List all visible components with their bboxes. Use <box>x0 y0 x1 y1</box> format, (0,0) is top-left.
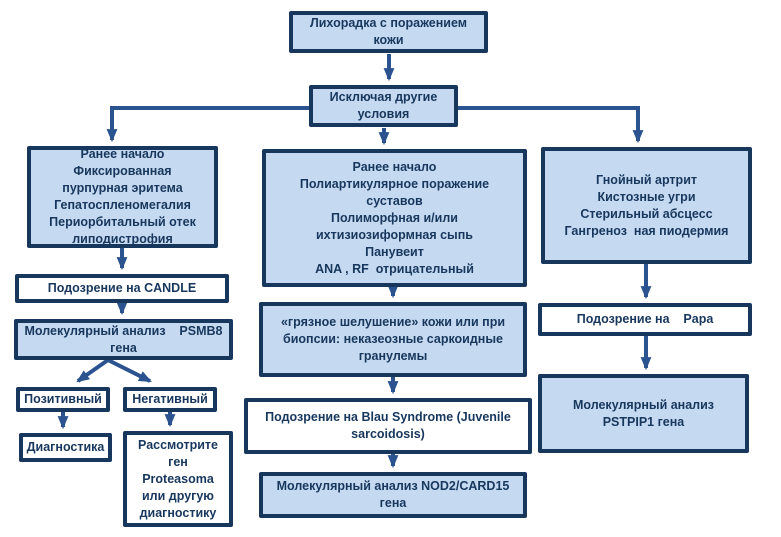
node-psmb8-analysis: Молекулярный анализ PSMB8 гена <box>14 319 233 360</box>
node-fever: Лихорадка с поражением кожи <box>289 11 488 53</box>
node-negative: Негативный <box>123 387 217 412</box>
node-diagnostics: Диагностика <box>19 433 112 462</box>
node-pstpip1-analysis: Молекулярный анализ PSTPIP1 гена <box>538 374 749 453</box>
arrow-exclude-to-right <box>458 106 644 144</box>
node-blau-suspicion: Подозрение на Blau Syndrome (Juvenile sa… <box>244 398 532 454</box>
node-blau-symptoms: Ранее начало Полиартикулярное поражение … <box>262 149 527 287</box>
arrow-fork-positive <box>76 358 110 383</box>
node-candle-symptoms: Ранее начало Фиксированная пурпурная эри… <box>27 146 218 248</box>
node-dirty-peeling: «грязное шелушение» кожи или при биопсии… <box>259 302 527 377</box>
node-consider-proteasoma: Рассмотрите ген Proteasoma или другую ди… <box>123 431 233 527</box>
node-exclude: Исключая другие условия <box>309 85 458 127</box>
node-positive: Позитивный <box>16 387 110 412</box>
arrow-exclude-to-left <box>106 106 309 143</box>
node-nod2-analysis: Молекулярный анализ NOD2/CARD15 гена <box>259 472 527 518</box>
node-papa-suspicion: Подозрение на Papa <box>538 303 752 336</box>
node-candle-suspicion: Подозрение на CANDLE <box>15 274 229 303</box>
arrow-fork-negative <box>107 358 152 383</box>
node-papa-symptoms: Гнойный артрит Кистозные угри Стерильный… <box>541 147 752 264</box>
